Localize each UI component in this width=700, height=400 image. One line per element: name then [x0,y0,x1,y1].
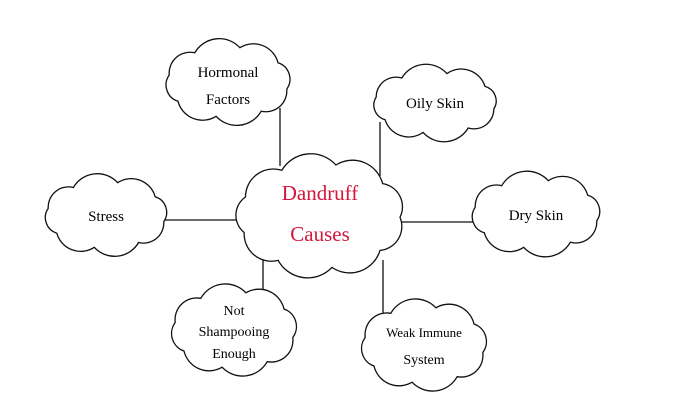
label-hormonal-factors: Factors [206,92,250,108]
label-center: Dandruff [282,181,359,205]
label-weak-immune-system: System [403,353,444,368]
label-not-shampooing-enough: Shampooing [199,325,270,340]
cloud-dry-skin [471,170,601,258]
label-not-shampooing-enough: Not [224,304,245,319]
cloud-not-shampooing-enough [170,283,298,377]
label-not-shampooing-enough: Enough [212,347,256,362]
cloud-hormonal-factors [165,37,291,127]
label-weak-immune-system: Weak Immune [386,325,462,340]
cloud-stress [44,173,168,257]
label-hormonal-factors: Hormonal [198,65,259,81]
label-stress: Stress [88,209,124,225]
cloud-oily-skin [373,63,497,143]
cloud-center [235,153,404,279]
cloud-weak-immune-system [360,298,488,392]
label-oily-skin: Oily Skin [406,96,464,112]
label-dry-skin: Dry Skin [509,208,564,224]
label-center: Causes [290,222,350,246]
clouds [44,37,601,392]
